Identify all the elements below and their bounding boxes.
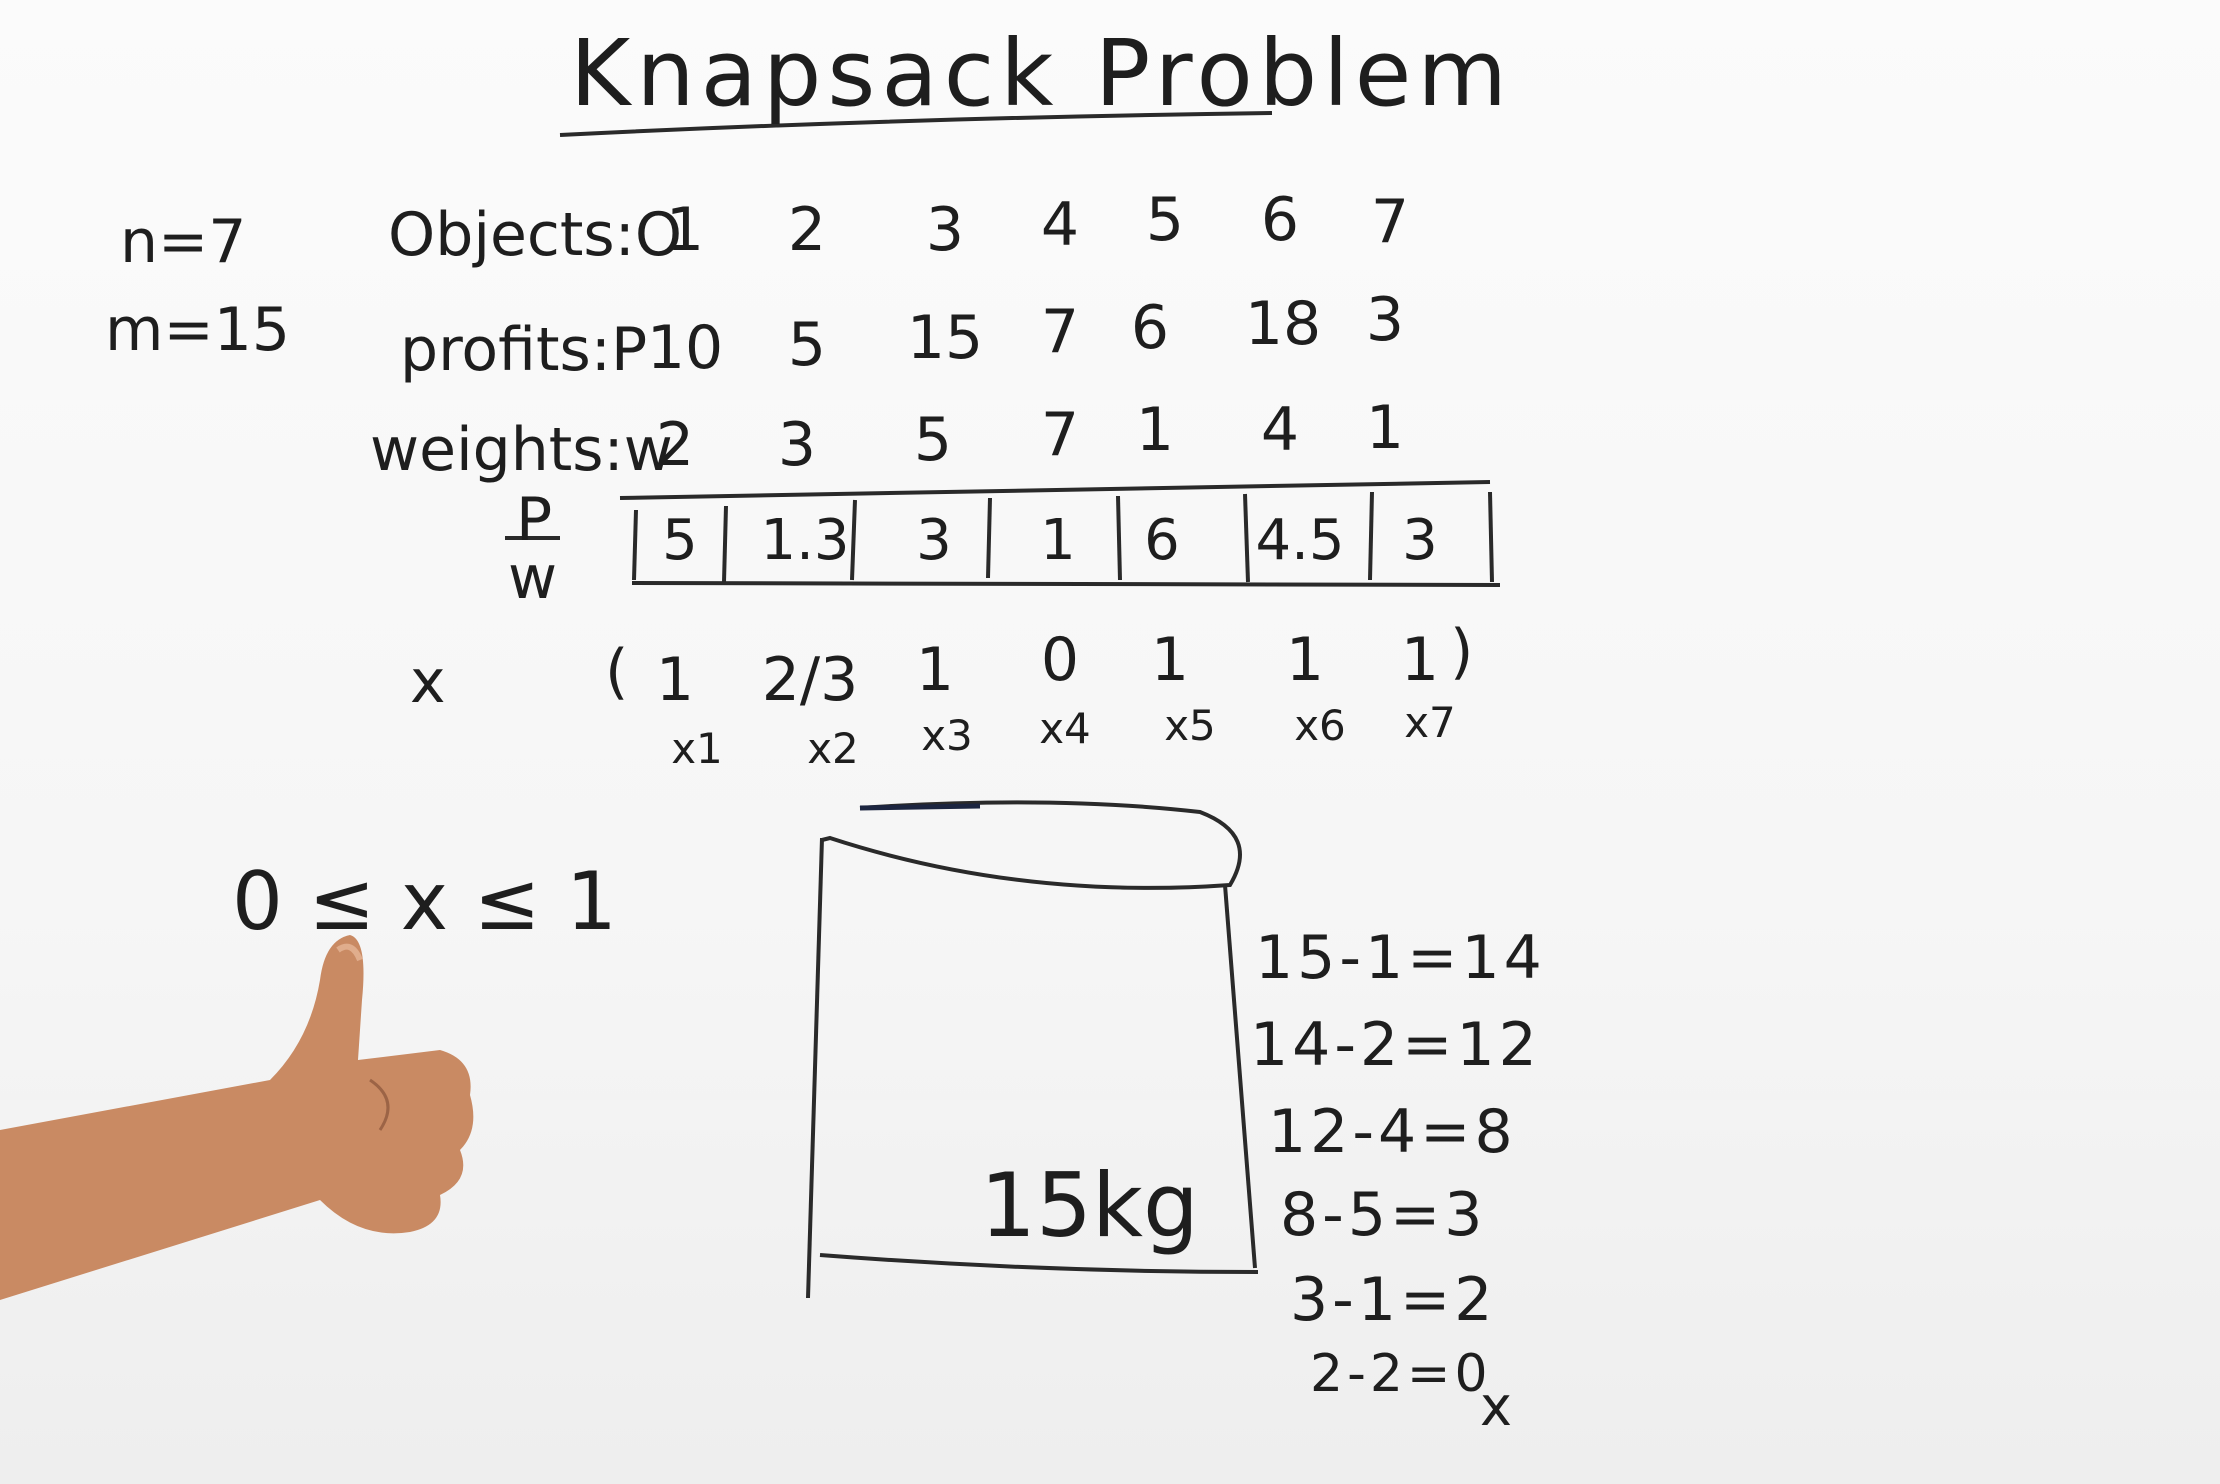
ratio-1: 5 [662, 508, 698, 573]
x-subscript-6: x6 [1294, 701, 1346, 750]
profit-1: 10 [646, 313, 724, 383]
weight-2: 3 [777, 410, 817, 480]
calc-step-1: 15-1=14 [1255, 923, 1546, 993]
param-m: m=15 [105, 295, 291, 365]
thumb-nail [336, 943, 363, 962]
title-underline [559, 111, 1273, 137]
x-value-5: 1 [1150, 625, 1190, 695]
object-7: 7 [1370, 187, 1410, 257]
calc-step-3: 12-4=8 [1268, 1097, 1517, 1167]
x-label: x [410, 647, 446, 717]
x-subscript-4: x4 [1039, 704, 1091, 753]
ratio-label-bottom: w [508, 543, 558, 613]
x-close-paren: ) [1450, 617, 1474, 687]
objects-label: Objects:O [388, 200, 683, 270]
object-5: 5 [1145, 185, 1185, 255]
x-value-1: 1 [655, 645, 695, 715]
ratio-6: 4.5 [1255, 508, 1345, 573]
ratio-table [619, 480, 1501, 587]
weights-label: weights:w [370, 415, 673, 485]
knapsack-bag [806, 800, 1259, 1299]
ratio-label-top: P [516, 485, 553, 555]
x-value-3: 1 [915, 635, 955, 705]
x-subscript-5: x5 [1164, 701, 1216, 750]
x-subscript-3: x3 [921, 711, 973, 760]
x-open-paren: ( [605, 637, 629, 707]
profit-2: 5 [787, 310, 827, 380]
page-title: Knapsack Problem [570, 20, 1513, 127]
ratio-5: 6 [1144, 508, 1180, 573]
object-3: 3 [925, 195, 965, 265]
x-value-6: 1 [1285, 625, 1325, 695]
object-1: 1 [665, 195, 705, 265]
ratio-2: 1.3 [760, 508, 850, 573]
finger-crease [369, 1078, 390, 1131]
ratio-3: 3 [916, 508, 952, 573]
object-6: 6 [1260, 185, 1300, 255]
profit-6: 18 [1244, 289, 1322, 359]
object-2: 2 [787, 195, 827, 265]
weight-1: 2 [655, 410, 695, 480]
weight-5: 1 [1135, 395, 1175, 465]
calc-step-5: 3-1=2 [1290, 1265, 1497, 1335]
x-subscript-1: x1 [671, 724, 723, 773]
calc-end-mark: x [1480, 1375, 1512, 1438]
x-value-7: 1 [1400, 625, 1440, 695]
weight-7: 1 [1365, 393, 1405, 463]
ratio-7: 3 [1402, 508, 1438, 573]
param-n: n=7 [120, 207, 247, 277]
bag-top-marker [859, 803, 981, 811]
profit-5: 6 [1130, 293, 1170, 363]
weight-4: 7 [1040, 400, 1080, 470]
x-value-2: 2/3 [761, 645, 859, 715]
thumbs-up-hand [0, 935, 474, 1300]
x-constraint: 0 ≤ x ≤ 1 [232, 855, 617, 948]
profit-4: 7 [1040, 297, 1080, 367]
profit-3: 15 [906, 303, 984, 373]
weight-3: 5 [913, 405, 953, 475]
bag-capacity-label: 15kg [980, 1154, 1199, 1257]
calc-step-6: 2-2=0 [1310, 1344, 1492, 1404]
profit-7: 3 [1365, 285, 1405, 355]
x-value-4: 0 [1040, 625, 1080, 695]
weight-6: 4 [1260, 395, 1300, 465]
x-subscript-7: x7 [1404, 698, 1456, 747]
object-4: 4 [1040, 190, 1080, 260]
x-subscript-2: x2 [807, 724, 859, 773]
ratio-4: 1 [1040, 508, 1076, 573]
calc-step-4: 8-5=3 [1280, 1180, 1487, 1250]
profits-label: profits:P [400, 315, 648, 385]
calc-step-2: 14-2=12 [1250, 1010, 1541, 1080]
